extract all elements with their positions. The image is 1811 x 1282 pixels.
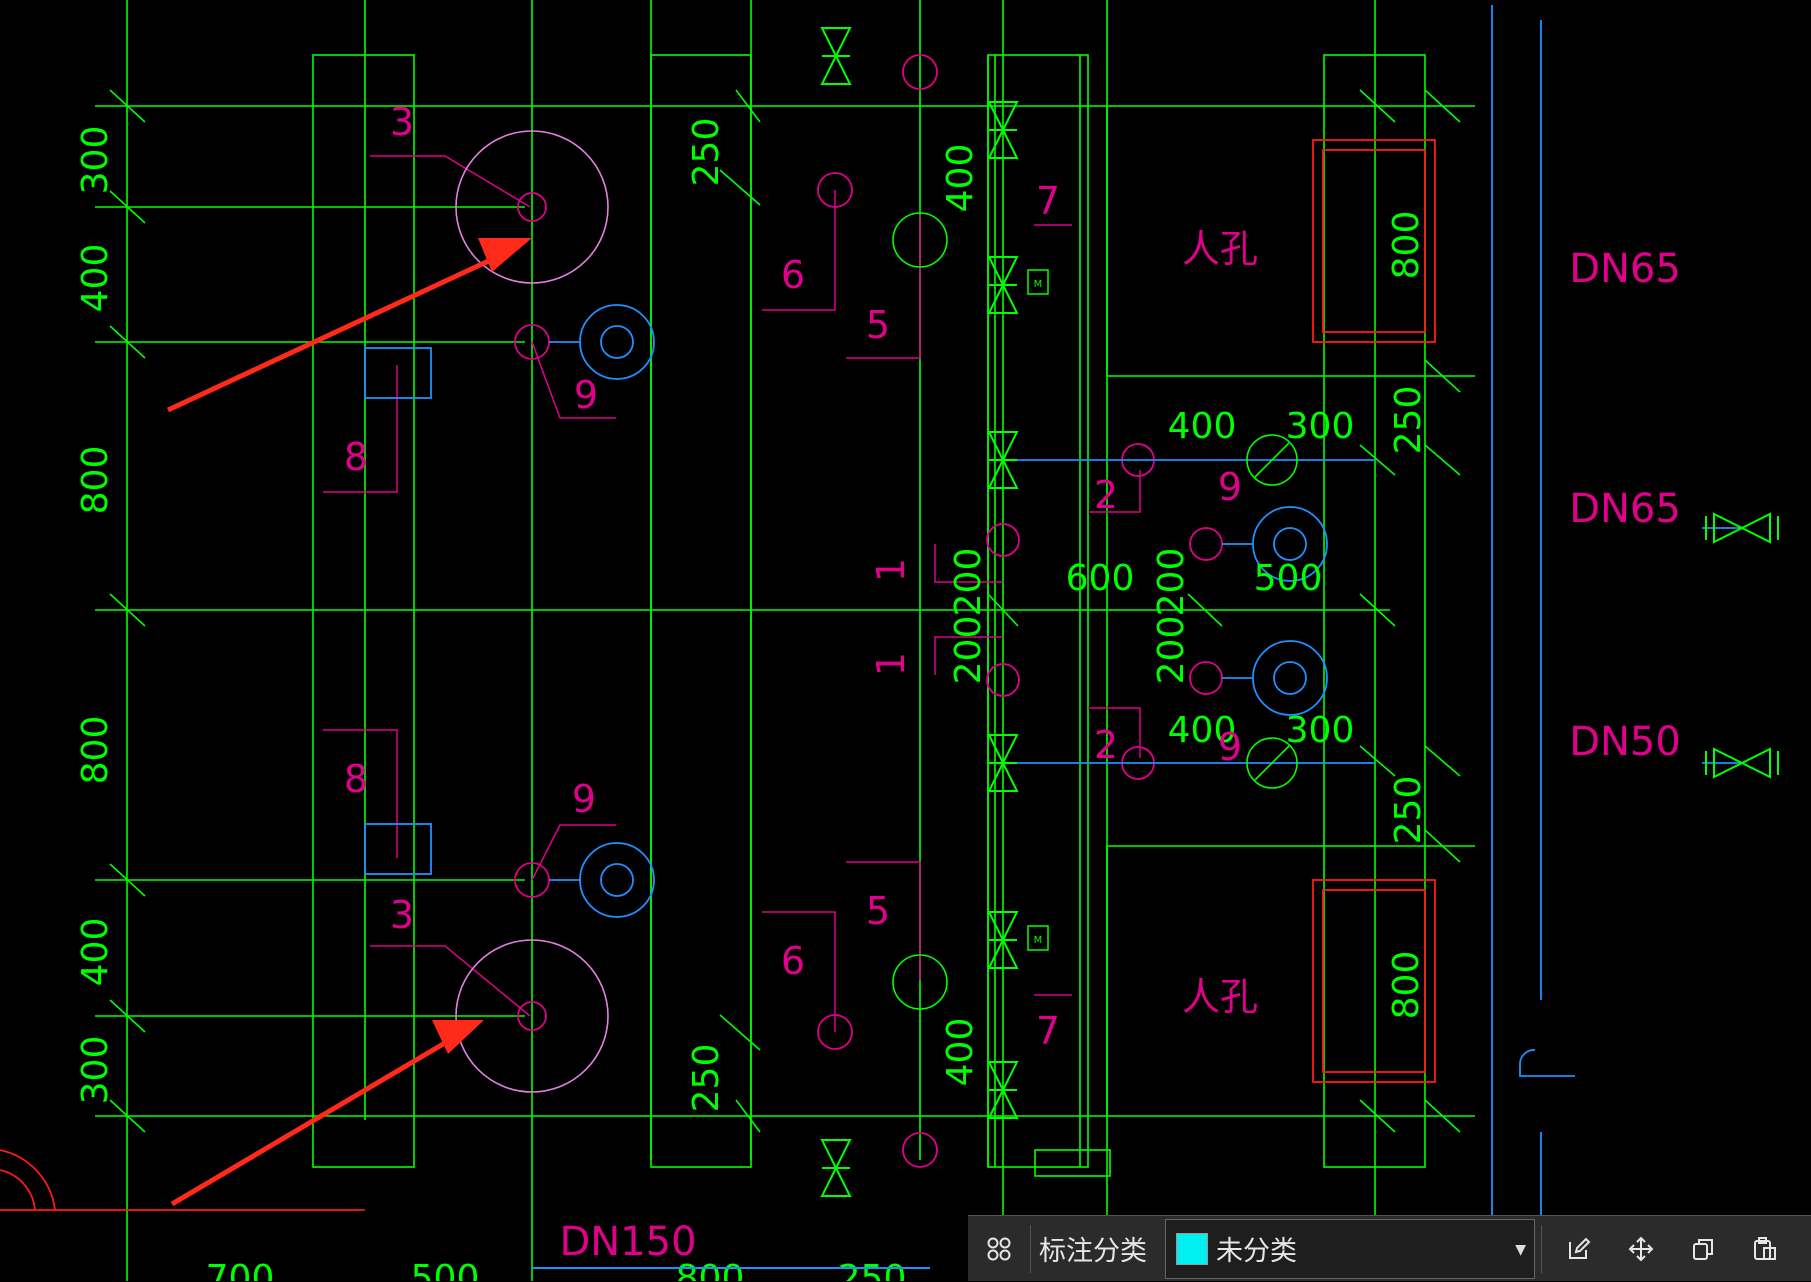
dim-label: 300 — [75, 1036, 116, 1105]
tag-label: 8 — [344, 435, 368, 479]
tag-labels: 3 3 9 9 9 9 8 8 6 6 5 5 7 7 2 2 1 1 人孔 人… — [344, 100, 1258, 1053]
dim-label: 500 — [411, 1258, 480, 1281]
category-value: 未分类 — [1216, 1236, 1297, 1267]
dim-label: 800 — [75, 446, 116, 515]
tag-label: 3 — [390, 100, 414, 144]
pipe-size-label: DN50 — [1569, 719, 1681, 765]
dim-label: 800 — [1386, 211, 1427, 280]
dim-label: 800 — [1386, 951, 1427, 1020]
tag-label: 3 — [390, 893, 414, 937]
category-color-swatch — [1176, 1232, 1208, 1265]
toolbar-divider — [1030, 1224, 1031, 1273]
pipe-size-label: DN150 — [559, 1219, 696, 1265]
red-elements — [0, 139, 1436, 1211]
dim-label: 200 — [948, 616, 989, 685]
dimension-labels: 300 400 800 800 400 300 250 250 400 400 … — [75, 118, 1429, 1281]
dim-label: 300 — [1286, 710, 1355, 751]
dim-label: 400 — [940, 144, 981, 213]
tag-label: 9 — [572, 777, 596, 821]
paste-icon[interactable] — [1734, 1216, 1796, 1282]
category-label: 标注分类 — [1039, 1236, 1147, 1267]
dim-label: 400 — [75, 918, 116, 987]
valve-mark: M — [1034, 279, 1043, 290]
move-icon[interactable] — [1610, 1216, 1672, 1282]
tag-label: 9 — [1218, 725, 1242, 769]
dim-label: 250 — [838, 1258, 907, 1281]
tag-label: 1 — [869, 558, 913, 582]
leader-lines — [323, 155, 1141, 1032]
dim-label: 250 — [686, 118, 727, 187]
valves: M M — [821, 27, 1779, 1197]
dim-label: 200 — [1151, 548, 1192, 617]
dim-label: 500 — [1254, 558, 1323, 599]
tag-label: 5 — [866, 303, 890, 347]
dim-label: 400 — [1168, 710, 1237, 751]
grid-lines — [95, 0, 1475, 1281]
toolbar-divider — [1541, 1224, 1542, 1273]
tag-label: 2 — [1094, 723, 1118, 767]
copy-icon[interactable] — [1672, 1216, 1734, 1282]
annotation-toolbar: 标注分类 未分类 ▼ — [968, 1215, 1811, 1281]
dim-label: 700 — [206, 1258, 275, 1281]
tag-label: 6 — [781, 253, 805, 297]
edit-icon[interactable] — [1548, 1216, 1610, 1282]
tag-label: 9 — [1218, 465, 1242, 509]
dim-label: 800 — [75, 716, 116, 785]
dim-label: 200 — [948, 548, 989, 617]
manhole-label: 人孔 — [1182, 227, 1258, 271]
dim-label: 400 — [75, 244, 116, 313]
chevron-down-icon: ▼ — [1515, 1241, 1526, 1258]
tag-label: 1 — [869, 652, 913, 676]
valve-mark: M — [1034, 935, 1043, 946]
tag-label: 7 — [1036, 1009, 1060, 1053]
dim-label: 600 — [1066, 558, 1135, 599]
pipe-size-label: DN65 — [1569, 246, 1681, 292]
dim-label: 300 — [75, 126, 116, 195]
tag-label: 6 — [781, 939, 805, 983]
dim-label: 400 — [1168, 406, 1237, 447]
category-select[interactable]: 未分类 ▼ — [1165, 1218, 1535, 1279]
tag-label: 9 — [574, 373, 598, 417]
dim-label: 250 — [686, 1044, 727, 1113]
tag-label: 7 — [1036, 179, 1060, 223]
dim-label: 400 — [940, 1018, 981, 1087]
tag-label: 2 — [1094, 473, 1118, 517]
manhole-label: 人孔 — [1182, 975, 1258, 1019]
equipment-circles — [892, 212, 1298, 1177]
grid-icon[interactable] — [968, 1216, 1030, 1282]
annotation-arrows[interactable] — [166, 238, 532, 1207]
dim-label: 200 — [1151, 616, 1192, 685]
dim-label: 300 — [1286, 406, 1355, 447]
pipe-labels: DN65 DN65 DN50 DN150 — [532, 246, 1681, 1269]
dim-label: 250 — [1388, 776, 1429, 845]
dim-label: 250 — [1388, 386, 1429, 455]
dimension-ticks — [109, 89, 1461, 1133]
tag-label: 8 — [344, 757, 368, 801]
pipe-size-label: DN65 — [1569, 486, 1681, 532]
blue-elements — [364, 5, 1740, 1215]
dim-label: 800 — [676, 1258, 745, 1281]
tag-label: 5 — [866, 889, 890, 933]
